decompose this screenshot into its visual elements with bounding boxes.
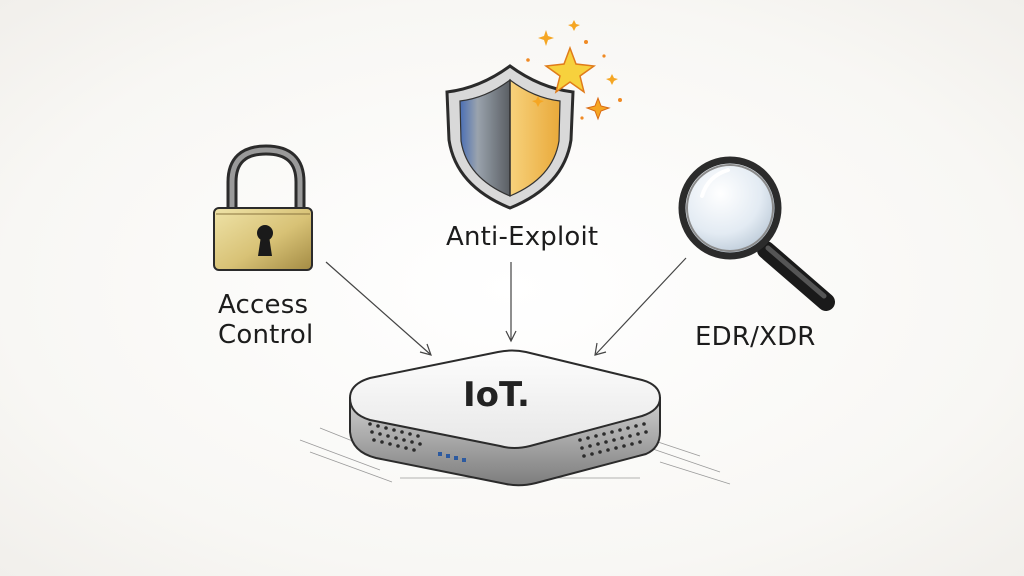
access-control-label-line2: Control (218, 320, 314, 350)
access-control-label-line1: Access (218, 290, 309, 320)
shield-sparkle-icon (445, 20, 622, 210)
iot-device-icon: IoT. (299, 349, 731, 487)
access-control-label: Access Control (218, 290, 313, 350)
magnifying-glass-icon (678, 156, 835, 311)
connector-access-to-device (325, 261, 432, 356)
connector-anti-exploit-to-device (505, 262, 517, 343)
connector-edr-to-device (594, 257, 687, 356)
status-led-icons (438, 452, 466, 462)
device-label: IoT. (463, 375, 530, 415)
anti-exploit-label: Anti-Exploit (446, 222, 599, 252)
padlock-icon (213, 144, 313, 271)
edr-xdr-label: EDR/XDR (695, 322, 816, 352)
